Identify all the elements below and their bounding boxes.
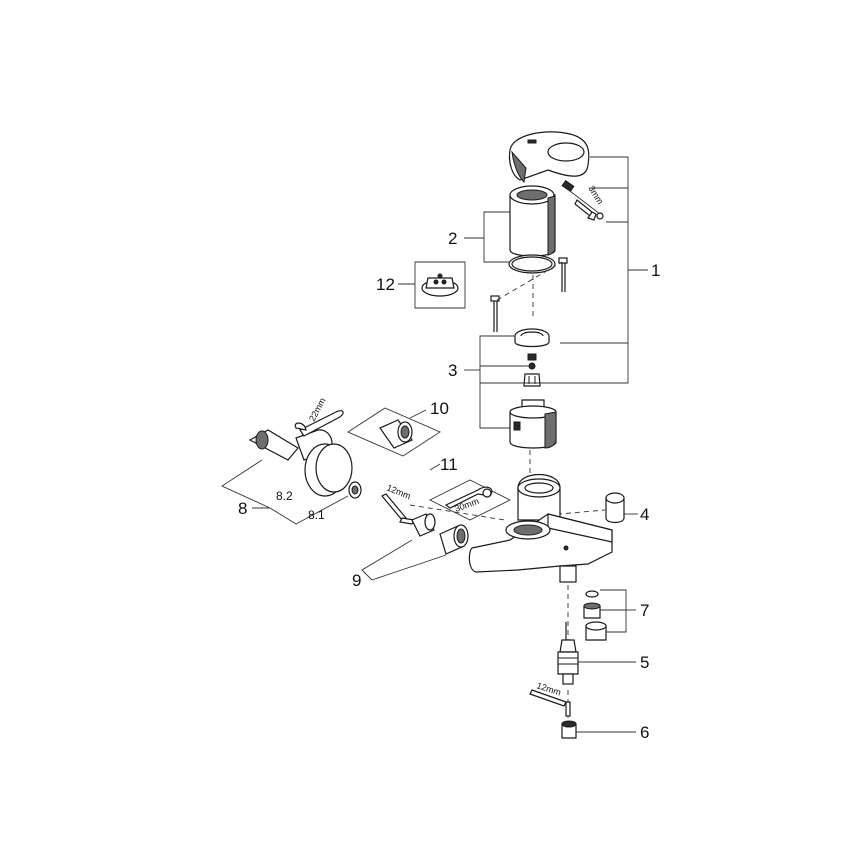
callout-numbers: 1 2 3 4 5 6 7 8 8.1 8.2 9 10 11 12: [238, 229, 660, 742]
connector-9: [411, 513, 469, 555]
hex-key-3mm: 3mm: [561, 179, 605, 221]
hex-key-12mm-bottom: 12mm: [529, 680, 571, 717]
cartridge-assembly: [509, 328, 557, 449]
aerator-set-7: [583, 590, 607, 641]
callout-8-2: 8.2: [276, 489, 293, 503]
nut-6: [561, 720, 577, 739]
callout-7: 7: [640, 601, 649, 620]
end-cap-4: [605, 492, 625, 524]
callout-9: 9: [352, 571, 361, 590]
hex-key-size-label: 3mm: [586, 184, 605, 206]
part-10: [347, 407, 441, 457]
eccentric-connector-8: [248, 429, 362, 499]
hex-key-12mm-top: 12mm: [381, 483, 415, 525]
diverter-5: [557, 622, 579, 685]
callout-6: 6: [640, 723, 649, 742]
callout-11: 11: [440, 455, 458, 474]
callout-4: 4: [640, 505, 649, 524]
fixing-bolts: [490, 257, 568, 332]
callout-8: 8: [238, 499, 247, 518]
part-11: 30mm: [428, 479, 512, 521]
cartridge-part-12: [414, 261, 466, 309]
callout-5: 5: [640, 653, 649, 672]
callout-8-1: 8.1: [308, 508, 325, 522]
callout-10: 10: [430, 399, 449, 418]
faucet-body: [468, 474, 613, 583]
callout-1: 1: [651, 261, 660, 280]
cover-cap: [509, 185, 556, 257]
callout-2: 2: [448, 229, 457, 248]
wrench-30-size-label: 30mm: [453, 496, 480, 514]
handle-lever: [508, 131, 590, 184]
callout-3: 3: [448, 361, 457, 380]
leader-lines: [221, 156, 648, 733]
callout-12: 12: [376, 275, 395, 294]
o-ring: [508, 254, 556, 274]
